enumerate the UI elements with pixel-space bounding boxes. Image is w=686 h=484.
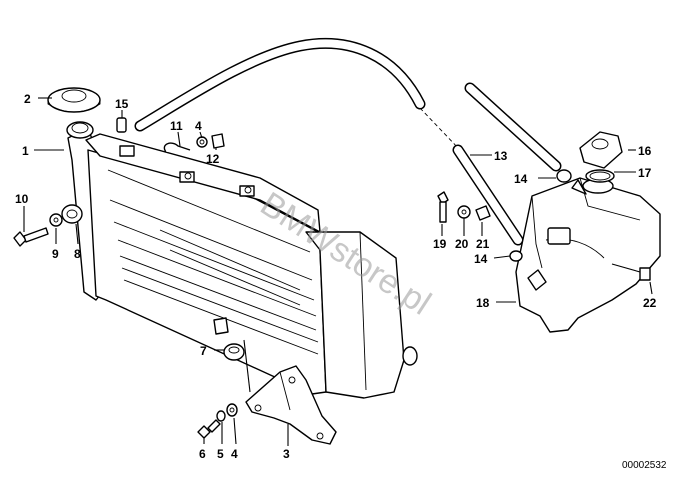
callout-15: 15 xyxy=(115,97,129,111)
expansion-tank xyxy=(515,177,661,333)
gasket-17 xyxy=(585,169,615,183)
radiator-cap xyxy=(47,87,101,113)
callout-22: 22 xyxy=(643,296,657,310)
callout-7: 7 xyxy=(200,344,207,358)
washer-9 xyxy=(49,213,63,227)
radiator xyxy=(66,121,418,399)
callout-5: 5 xyxy=(217,447,224,461)
screw-6 xyxy=(197,419,221,439)
callout-19: 19 xyxy=(433,237,447,251)
callout-20: 20 xyxy=(455,237,469,251)
bracket-3 xyxy=(245,365,337,445)
leader-lines xyxy=(23,97,653,446)
screw-19 xyxy=(437,191,449,223)
callout-2: 2 xyxy=(24,92,31,106)
grommet-8 xyxy=(61,204,83,224)
callout-11: 11 xyxy=(170,119,183,133)
callout-14-bottom: 14 xyxy=(474,252,488,266)
clip-22 xyxy=(639,267,651,281)
washer-20 xyxy=(457,205,471,219)
overflow-hose xyxy=(464,82,562,172)
grommet-7 xyxy=(223,343,245,361)
callout-6: 6 xyxy=(199,447,206,461)
callout-17: 17 xyxy=(638,166,652,180)
callout-12: 12 xyxy=(206,152,220,166)
nut-21 xyxy=(475,205,491,221)
callout-18: 18 xyxy=(476,296,490,310)
callout-21: 21 xyxy=(476,237,490,251)
callout-4-top: 4 xyxy=(195,119,202,133)
callout-8: 8 xyxy=(74,247,81,261)
callout-13: 13 xyxy=(494,149,508,163)
hose-clamp-14-bottom xyxy=(509,250,523,262)
tank-cap-16 xyxy=(579,131,623,169)
hose-connector-15 xyxy=(116,117,127,133)
callout-16: 16 xyxy=(638,144,652,158)
washer-4-top xyxy=(196,136,208,148)
hose-clamp-14-top xyxy=(556,169,572,183)
nut-12 xyxy=(211,133,225,149)
callout-14-top: 14 xyxy=(514,172,528,186)
coolant-hose-long xyxy=(134,37,524,246)
callout-3: 3 xyxy=(283,447,290,461)
callout-10: 10 xyxy=(15,192,29,206)
diagram-code: 00002532 xyxy=(622,460,667,471)
washer-4-bottom xyxy=(226,403,238,417)
washer-5 xyxy=(216,410,226,422)
callout-labels: 1 2 15 11 4 12 10 9 8 7 6 5 4 3 13 14 16… xyxy=(15,92,657,461)
callout-4-bottom: 4 xyxy=(231,447,238,461)
callout-9: 9 xyxy=(52,247,59,261)
callout-1: 1 xyxy=(22,144,29,158)
hose-clamp-11 xyxy=(163,142,191,153)
screw-10 xyxy=(13,227,49,247)
